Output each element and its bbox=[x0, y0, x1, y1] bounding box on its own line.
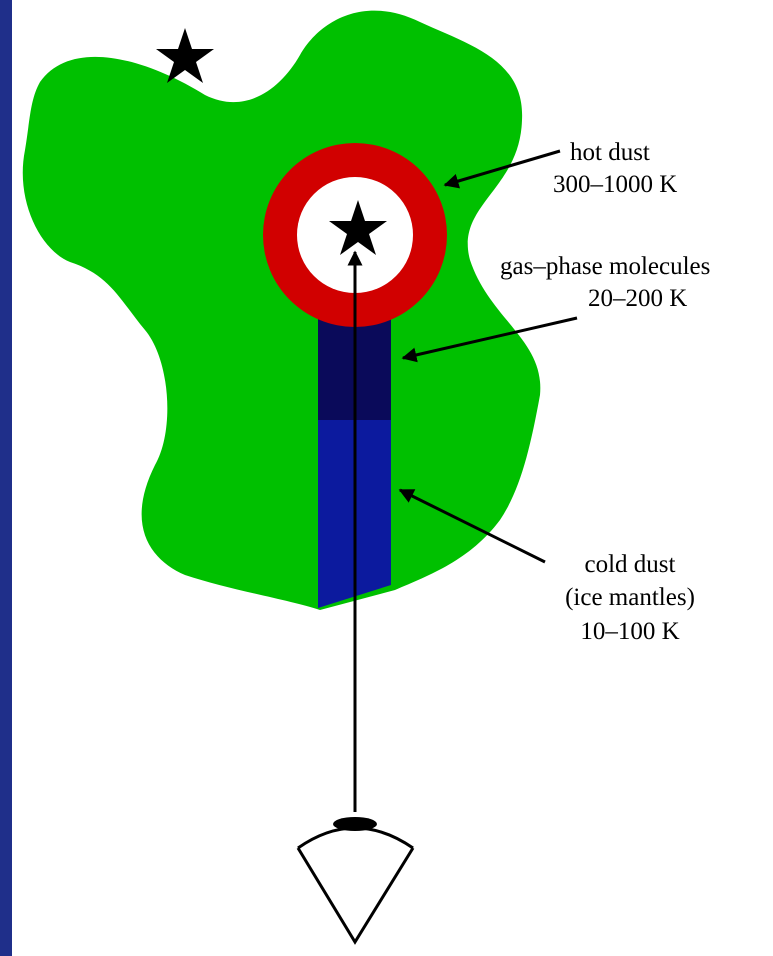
hot-dust-temp: 300–1000 K bbox=[553, 170, 677, 200]
gas-phase-label: gas–phase molecules bbox=[500, 252, 710, 282]
cold-dust-label: cold dust bbox=[555, 550, 705, 580]
hot-dust-label: hot dust bbox=[570, 138, 650, 168]
cold-dust-temp: 10–100 K bbox=[555, 617, 705, 647]
gas-phase-temp: 20–200 K bbox=[588, 284, 687, 314]
cold-dust-detail: (ice mantles) bbox=[548, 583, 712, 613]
